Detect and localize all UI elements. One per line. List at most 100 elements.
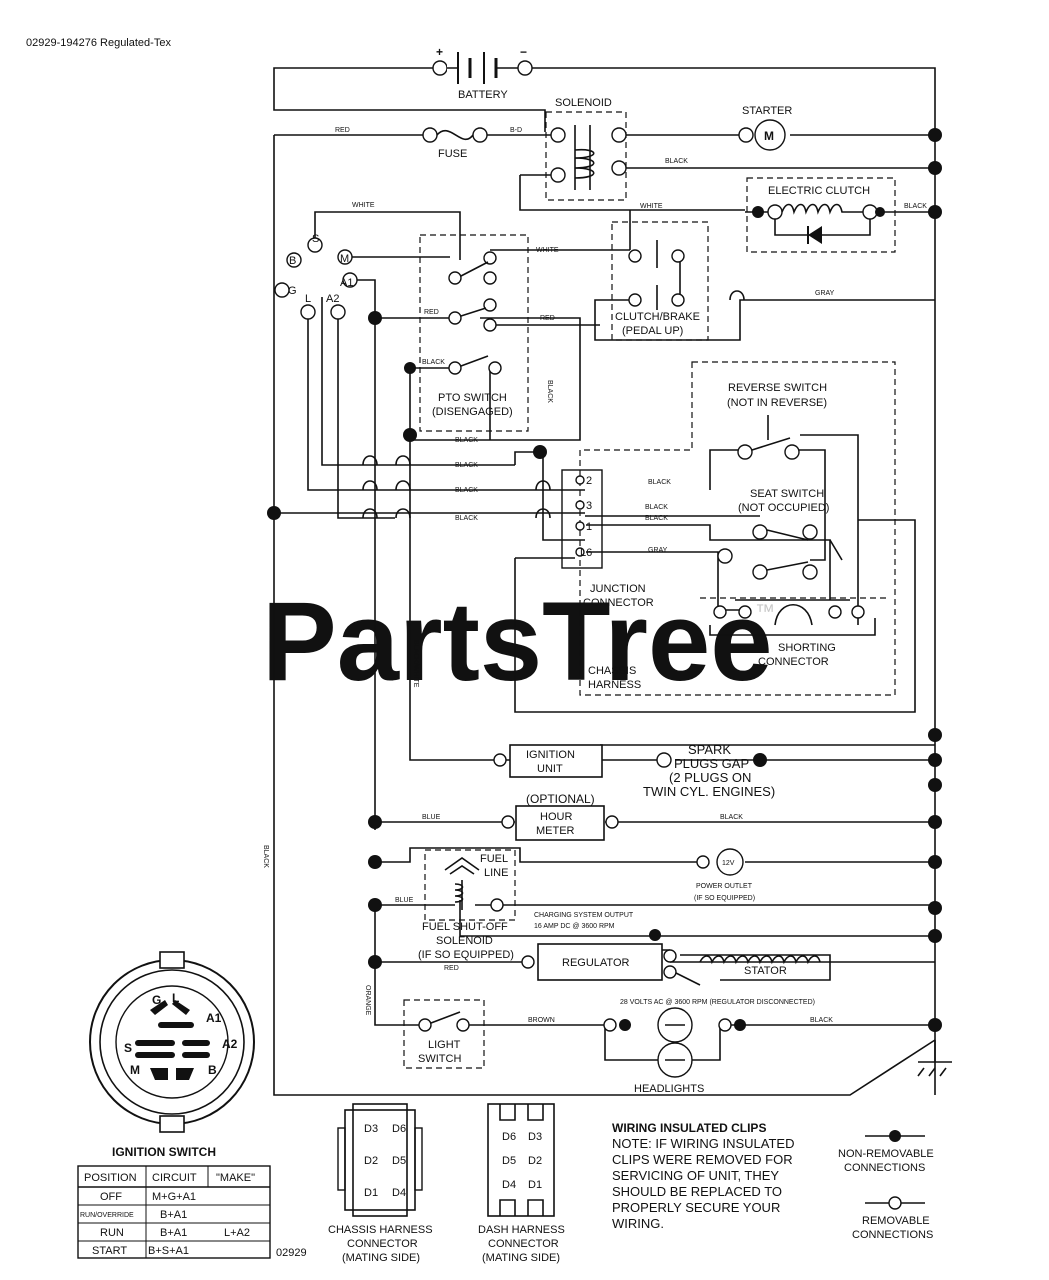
fuel-line-label-1: FUEL (480, 853, 508, 865)
chassis-caption-1: CHASSIS HARNESS (328, 1224, 433, 1236)
solenoid-label: SOLENOID (555, 97, 612, 109)
optional-label: (OPTIONAL) (526, 792, 595, 806)
electric-clutch-label: ELECTRIC CLUTCH (768, 185, 870, 197)
fuel-solenoid: FUEL LINE FUEL SHUT-OFF SOLENOID (IF SO … (418, 849, 516, 961)
terminal-m: M (340, 253, 349, 265)
dash-pin: D6 (502, 1131, 516, 1143)
wire-label-black: BLACK (455, 515, 478, 522)
chassis-caption-3: (MATING SIDE) (342, 1252, 420, 1264)
clutch-brake-label-1: CLUTCH/BRAKE (615, 311, 700, 323)
hour-meter-label-1: HOUR (540, 811, 572, 823)
shorting-connector-label-1: SHORTING (778, 642, 836, 654)
charging-label-2: 16 AMP DC @ 3600 RPM (534, 923, 615, 930)
wire-label-black: BLACK (455, 437, 478, 444)
note-title: WIRING INSULATED CLIPS (612, 1121, 766, 1135)
terminal-b: B (289, 255, 296, 267)
battery-label: BATTERY (458, 89, 508, 101)
battery-minus: − (520, 45, 527, 59)
dash-pin: D2 (528, 1155, 542, 1167)
dash-caption-1: DASH HARNESS (478, 1224, 565, 1236)
ignition-switch-icon: G L A1 A2 S M B IGNITION SWITCH (89, 951, 255, 1159)
charging-label-1: CHARGING SYSTEM OUTPUT (534, 912, 634, 919)
shorting-connector-label-2: CONNECTOR (758, 656, 829, 668)
wire-label-blue: BLUE (395, 897, 414, 904)
reverse-switch-label-1: REVERSE SWITCH (728, 382, 827, 394)
starter-symbol: M (764, 129, 774, 143)
chassis-pin: D4 (392, 1187, 406, 1199)
note-line: CLIPS WERE REMOVED FOR (612, 1152, 793, 1167)
dash-pin: D3 (528, 1131, 542, 1143)
chassis-pin: D2 (364, 1155, 378, 1167)
spark-label-4: TWIN CYL. ENGINES) (643, 784, 775, 799)
headlights-label: HEADLIGHTS (634, 1083, 704, 1095)
seat-switch-label-1: SEAT SWITCH (750, 488, 824, 500)
chassis-caption-2: CONNECTOR (347, 1238, 418, 1250)
table-header-position: POSITION (84, 1172, 137, 1184)
terminal-a2: A2 (326, 293, 339, 305)
terminal-l: L (305, 293, 311, 305)
wire-label-black: BLACK (455, 487, 478, 494)
wire-label-red: RED (335, 127, 350, 134)
spark-label-3: (2 PLUGS ON (669, 770, 751, 785)
regulator: CHARGING SYSTEM OUTPUT 16 AMP DC @ 3600 … (521, 912, 677, 981)
wiring-note: WIRING INSULATED CLIPS NOTE: IF WIRING I… (612, 1121, 795, 1231)
chassis-pin: D3 (364, 1123, 378, 1135)
dash-caption-3: (MATING SIDE) (482, 1252, 560, 1264)
wire-label-black: BLACK (810, 1017, 833, 1024)
power-outlet-label-2: (IF SO EQUIPPED) (694, 895, 755, 902)
stator: STATOR 28 VOLTS AC @ 3600 RPM (REGULATOR… (620, 955, 821, 1006)
ignition-unit-label-2: UNIT (537, 763, 563, 775)
solenoid: SOLENOID (545, 97, 627, 201)
ign-letter-b: B (208, 1063, 217, 1077)
wire-label-gray: GRAY (815, 290, 835, 297)
wire-label-red: RED (444, 965, 459, 972)
stator-label: STATOR (744, 965, 787, 977)
junction-pin-3: 3 (586, 500, 592, 512)
table-cell: M+G+A1 (152, 1191, 196, 1203)
wire-label-black: BLACK (546, 380, 553, 403)
headlights: HEADLIGHTS (603, 1007, 746, 1095)
nonremovable-connection-icon (889, 1130, 901, 1142)
watermark: PartsTree (262, 579, 773, 704)
table-header-make: "MAKE" (216, 1172, 255, 1184)
starter-label: STARTER (742, 105, 792, 117)
pto-switch-label-2: (DISENGAGED) (432, 406, 513, 418)
wire-label-blue: BLUE (422, 814, 441, 821)
junction-connector-label-1: JUNCTION (590, 583, 646, 595)
ign-letter-m: M (130, 1063, 140, 1077)
fuel-solenoid-label-3: (IF SO EQUIPPED) (418, 949, 514, 961)
clutch-brake-label-2: (PEDAL UP) (622, 325, 683, 337)
legend-nonremovable-1: NON-REMOVABLE (838, 1148, 934, 1160)
wire-label-white: WHITE (640, 203, 663, 210)
ign-letter-g: G (152, 993, 161, 1007)
wire-label-brown: BROWN (528, 1017, 555, 1024)
ignition-unit-label-1: IGNITION (526, 749, 575, 761)
table-cell: B+S+A1 (148, 1245, 189, 1257)
fuel-solenoid-label-2: SOLENOID (436, 935, 493, 947)
fuel-solenoid-label-1: FUEL SHUT-OFF (422, 921, 508, 933)
light-switch-label-1: LIGHT (428, 1039, 461, 1051)
wire-label-black: BLACK (262, 845, 269, 868)
pto-switch-label-1: PTO SWITCH (438, 392, 507, 404)
legend-removable-2: CONNECTIONS (852, 1229, 933, 1241)
electric-clutch: ELECTRIC CLUTCH (746, 177, 896, 253)
note-line: PROPERLY SECURE YOUR (612, 1200, 780, 1215)
table-cell: RUN/OVERRIDE (80, 1212, 134, 1219)
wire-label-black: BLACK (720, 814, 743, 821)
chassis-harness-label-1: CHASSIS (588, 665, 636, 677)
ignition-unit: IGNITION UNIT (493, 744, 603, 778)
chassis-pin: D5 (392, 1155, 406, 1167)
table-cell: B+A1 (160, 1209, 187, 1221)
note-line: SERVICING OF UNIT, THEY (612, 1168, 779, 1183)
wire-label-black: BLACK (665, 158, 688, 165)
junction-connector: 2 3 1 L6 (561, 469, 603, 569)
legend-removable-1: REMOVABLE (862, 1215, 930, 1227)
power-outlet: 12V POWER OUTLET (IF SO EQUIPPED) (694, 848, 755, 902)
wire-label-white: WHITE (352, 202, 375, 209)
chassis-harness-label-2: HARNESS (588, 679, 641, 691)
watermark-tm: ™ (755, 601, 775, 623)
ignition-terminals: S M B A1 G L A2 (274, 233, 358, 320)
dash-pin: D4 (502, 1179, 516, 1191)
table-cell: L+A2 (224, 1227, 250, 1239)
